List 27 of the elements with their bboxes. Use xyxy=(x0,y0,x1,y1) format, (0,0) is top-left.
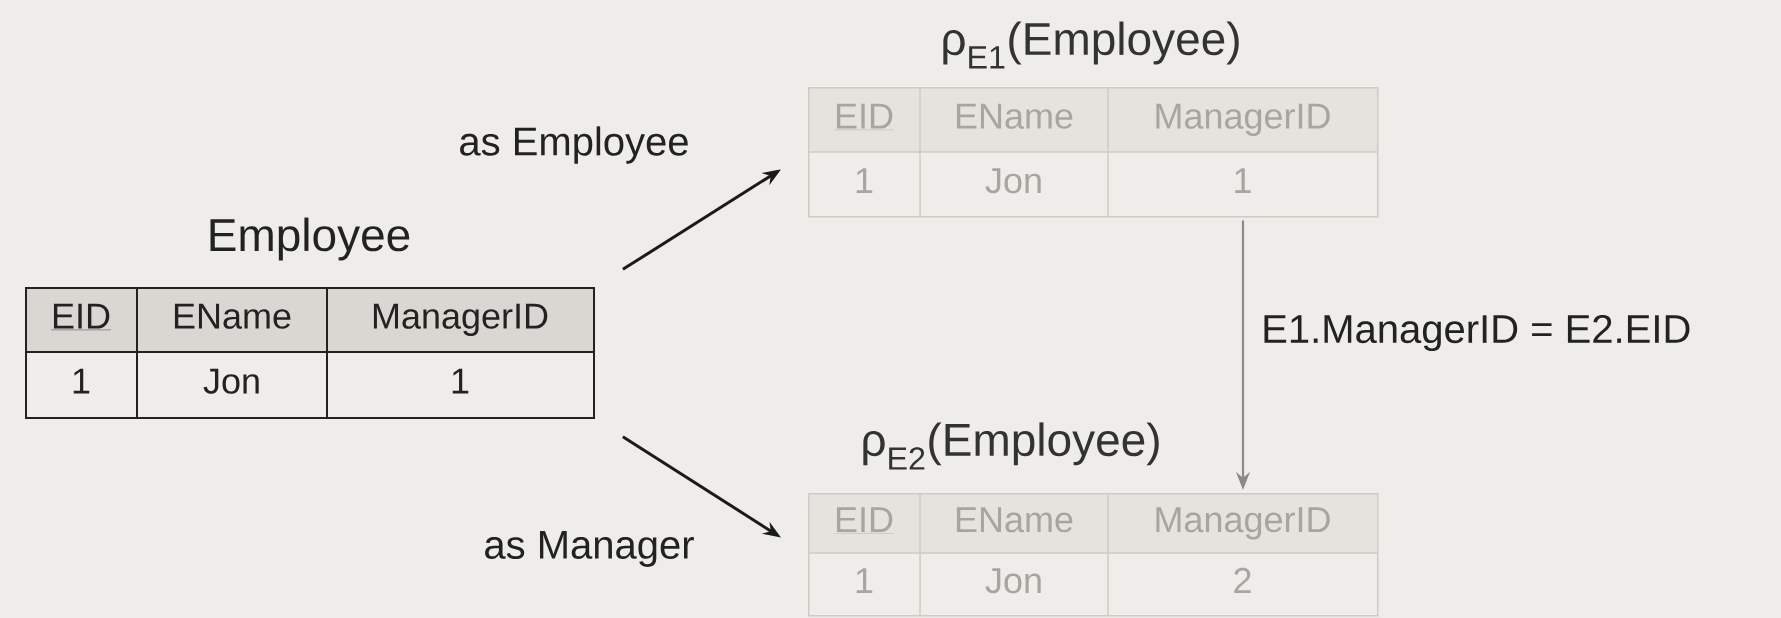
table-cell: ManagerID xyxy=(373,303,548,336)
table xyxy=(24,217,595,419)
table-cell: Jon xyxy=(985,568,1041,594)
table-cell: Jon xyxy=(203,368,259,394)
edge-label: as Manager xyxy=(485,531,694,567)
table-cell: 1 xyxy=(73,368,90,394)
table-cell: EID xyxy=(50,303,112,331)
table-title: ρ$_{E1}$(Employee) xyxy=(943,21,1239,69)
table-title: ρ$_{E2}$(Employee) xyxy=(863,422,1159,470)
table-cell: 1 xyxy=(856,168,873,193)
table-cell: 1 xyxy=(1235,168,1251,193)
table-cell: Jon xyxy=(985,168,1041,194)
table xyxy=(807,21,1379,218)
table-cell: 1 xyxy=(452,368,469,394)
table-cell: ManagerID xyxy=(1156,103,1330,136)
table-cell: 1 xyxy=(856,568,873,593)
table-title: Employee xyxy=(210,217,410,261)
table-cell: EID xyxy=(833,507,895,534)
table-cell: EName xyxy=(956,103,1073,129)
table xyxy=(807,422,1379,617)
table-cell: 2 xyxy=(1234,567,1251,593)
edge-label: E1.ManagerID = E2.EID xyxy=(1264,314,1690,352)
table-cell: ManagerID xyxy=(1156,507,1330,540)
edge-label: as Employee xyxy=(460,126,688,164)
table-cell: EID xyxy=(833,103,895,131)
table-cell: EName xyxy=(174,303,291,329)
table-cell: EName xyxy=(956,507,1073,533)
